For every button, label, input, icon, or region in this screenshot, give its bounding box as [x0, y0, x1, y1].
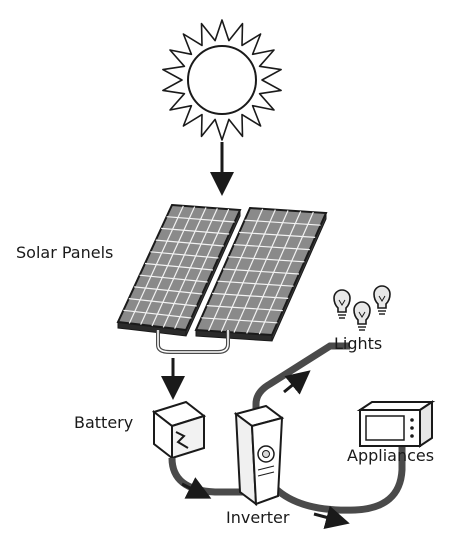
sun-icon [162, 19, 282, 141]
battery-icon [151, 400, 207, 461]
inverter-icon [233, 404, 285, 507]
panel-cable [156, 330, 230, 354]
inverter-label: Inverter [226, 508, 290, 527]
solar-panel-right [194, 206, 328, 342]
inverter-to-lights-arrow [283, 370, 311, 395]
solar-panels-label: Solar Panels [16, 243, 114, 262]
appliances-cable [272, 446, 406, 514]
appliances-label: Appliances [347, 446, 435, 465]
battery-label: Battery [74, 413, 134, 432]
solar-panel-left [116, 203, 242, 337]
appliance-microwave-icon [356, 400, 436, 448]
battery-cable [168, 457, 248, 496]
light-bulbs-icon [333, 285, 391, 331]
inverter-to-appliances-arrow [313, 505, 350, 529]
lights-cable [252, 342, 350, 414]
lights-label: Lights [334, 334, 383, 353]
battery-to-inverter-arrow [181, 477, 212, 499]
